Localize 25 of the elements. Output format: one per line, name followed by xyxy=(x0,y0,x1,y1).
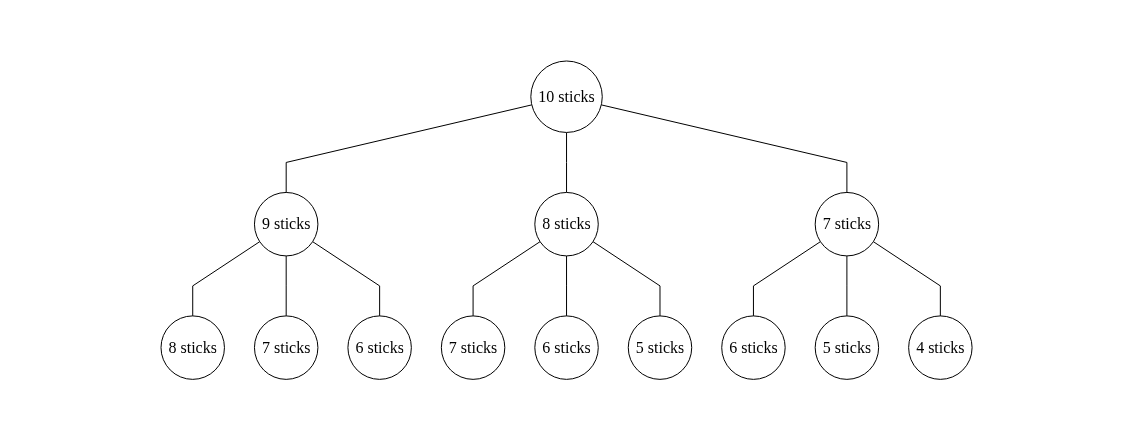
node-circle: 8 sticks xyxy=(160,315,225,381)
node-circle: 7 sticks xyxy=(253,315,319,381)
connector xyxy=(566,255,567,317)
node-circle: 10 sticks xyxy=(530,60,603,134)
node-circle: 5 sticks xyxy=(627,315,693,381)
connector xyxy=(566,132,567,194)
connector xyxy=(752,241,821,317)
connector xyxy=(600,104,848,194)
node-circle: 5 sticks xyxy=(814,315,880,381)
node-circle: 6 sticks xyxy=(347,315,412,381)
connector xyxy=(192,241,261,317)
connector xyxy=(285,104,533,194)
node-circle: 7 sticks xyxy=(440,315,506,381)
node-circle: 7 sticks xyxy=(814,192,880,257)
node-circle: 4 sticks xyxy=(908,315,973,381)
node-circle: 6 sticks xyxy=(534,315,599,381)
node-circle: 8 sticks xyxy=(534,192,599,257)
connector xyxy=(312,241,381,317)
node-circle: 9 sticks xyxy=(253,192,319,257)
node-circle: 6 sticks xyxy=(721,315,786,381)
connector xyxy=(592,241,661,317)
connector xyxy=(872,241,941,317)
connector xyxy=(285,255,287,317)
connector xyxy=(846,255,848,317)
connector xyxy=(472,241,541,317)
